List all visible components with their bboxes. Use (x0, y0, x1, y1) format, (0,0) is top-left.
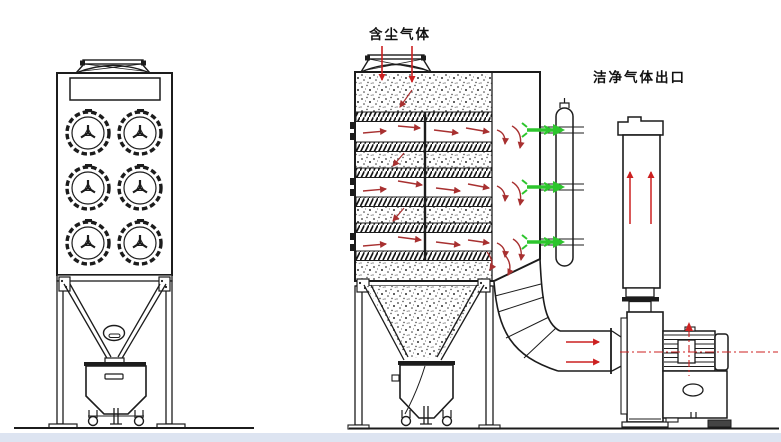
right-rain-cap-icon (360, 54, 432, 73)
fan-motor (620, 322, 778, 428)
cartridge-door-4 (117, 164, 163, 211)
footer-band (0, 433, 781, 442)
cartridge-door-5 (65, 219, 111, 266)
left-dust-cart (84, 362, 147, 427)
caster-wheel-icon (400, 406, 453, 427)
side-view-schematic (347, 46, 779, 430)
dusty-gas-inlet-arrows (378, 46, 416, 84)
right-hopper-and-legs (347, 278, 501, 430)
cartridge-door-6 (117, 219, 163, 266)
hopper-dust-fill (366, 286, 481, 358)
stack-updraft-arrows (626, 170, 655, 224)
left-hopper-and-legs (48, 274, 186, 429)
manifold-valve-icon (559, 98, 570, 108)
pulse-air-arrows (521, 122, 565, 250)
axis-centerlines (620, 322, 778, 376)
dusty-gas-inlet-label: 含尘气体 (369, 27, 431, 43)
left-rain-cap-icon (75, 59, 151, 74)
filter-chamber (350, 71, 541, 287)
cartridge-door-2 (117, 109, 163, 156)
right-dust-cart (391, 361, 455, 427)
hopper-handle-icon (102, 324, 126, 342)
pulse-air-manifold (521, 98, 584, 267)
elbow-duct (493, 258, 628, 374)
clean-gas-outlet-label: 洁净气体出口 (593, 70, 686, 86)
exhaust-stack (617, 116, 664, 314)
centrifugal-fan (620, 311, 669, 428)
cartridge-doors (65, 109, 163, 266)
cartridge-door-1 (65, 109, 111, 156)
front-view-cabinet (14, 59, 254, 429)
motor-base (662, 370, 732, 428)
cartridge-door-3 (65, 164, 111, 211)
gas-flow-arrows (362, 89, 526, 276)
door-hinge-icon (350, 122, 356, 251)
caster-wheel-icon (87, 408, 145, 427)
duct-flow-arrows (566, 338, 601, 366)
cabinet-top-panel (69, 77, 161, 101)
base-handle-icon (682, 383, 704, 397)
stack-cap-icon (617, 116, 664, 136)
